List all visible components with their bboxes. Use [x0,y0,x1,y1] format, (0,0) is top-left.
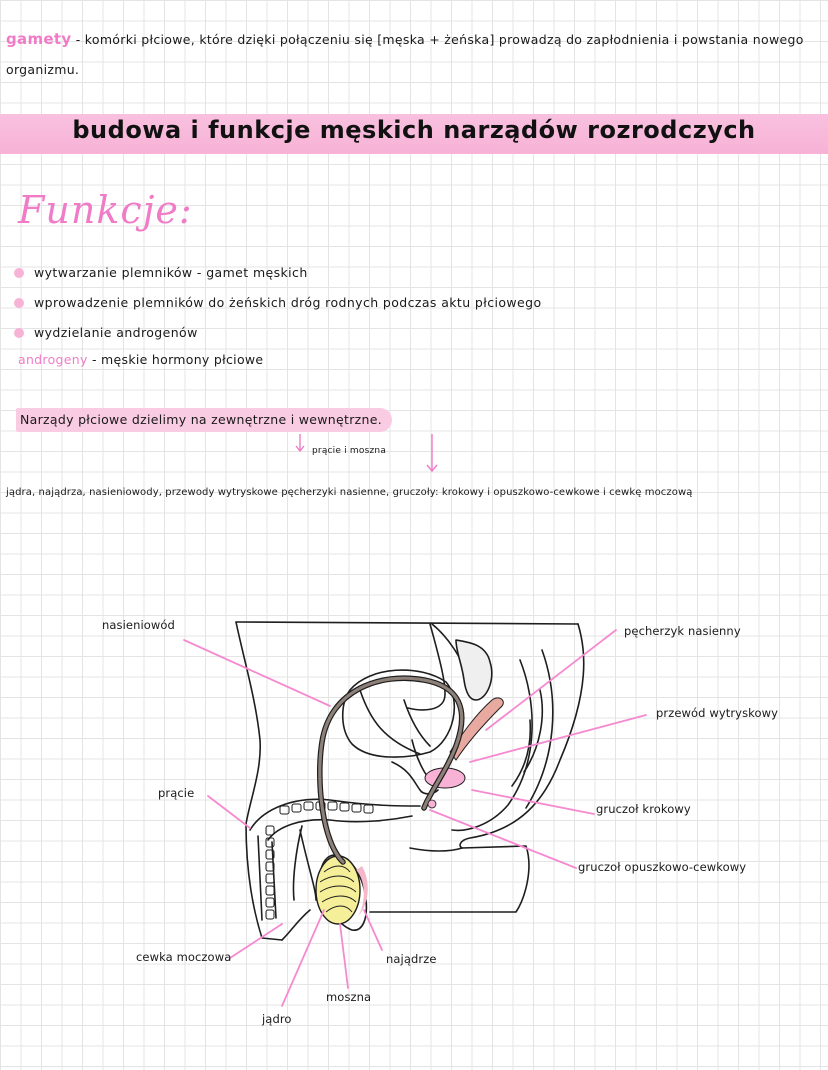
label-moszna: moszna [326,990,372,1004]
androgeny-definition: androgeny - męskie hormony płciowe [18,352,264,367]
funkcje-heading: Funkcje: [18,188,193,232]
label-gruczol-krokowy: gruczoł krokowy [596,802,691,816]
label-lines [183,629,647,1007]
label-gruczol-opuszkowo-cewkowy: gruczoł opuszkowo-cewkowy [578,860,747,874]
title-highlight [0,114,828,154]
list-item: wytwarzanie plemników - gamet męskich [14,258,542,288]
page-title: budowa i funkcje męskich narządów rozrod… [72,116,756,144]
label-przewod-wytryskowy: przewód wytryskowy [656,706,779,720]
androgeny-term: androgeny [18,352,88,367]
arrow-down-icon [295,434,438,473]
bullet-icon [14,268,24,278]
functions-list: wytwarzanie plemników - gamet męskich wp… [14,258,542,348]
label-cewka-moczowa: cewka moczowa [136,950,232,964]
testis-fill [316,856,360,924]
intro-paragraph: gamety - komórki płciowe, które dzięki p… [6,24,822,85]
body-outline [235,621,585,941]
vas-deferens [318,676,464,864]
list-item: wprowadzenie plemników do żeńskich dróg … [14,288,542,318]
list-item: wydzielanie androgenów [14,318,542,348]
epididymis-fill [356,866,368,916]
label-pecherzyk-nasienny: pęcherzyk nasienny [624,624,741,638]
seminal-vesicle-fill [449,697,504,761]
urethra-rings [265,801,374,920]
gamety-term: gamety [6,30,72,48]
label-jadro: jądro [262,1012,292,1026]
label-nasieniowod: nasieniowód [102,618,175,632]
bullet-icon [14,328,24,338]
organs-sentence: Narządy płciowe dzielimy na zewnętrzne i… [16,408,393,432]
label-pracie: prącie [158,786,195,800]
bulbourethral-gland [427,799,437,809]
gamety-definition: - komórki płciowe, które dzięki połączen… [6,32,804,77]
external-organs-note: prącie i moszna [312,446,387,456]
internal-organs-list: jądra, najądrza, nasieniowody, przewody … [6,487,693,498]
label-najadrze: najądrze [386,952,437,966]
bullet-icon [14,298,24,308]
testis-lobules [319,865,357,913]
